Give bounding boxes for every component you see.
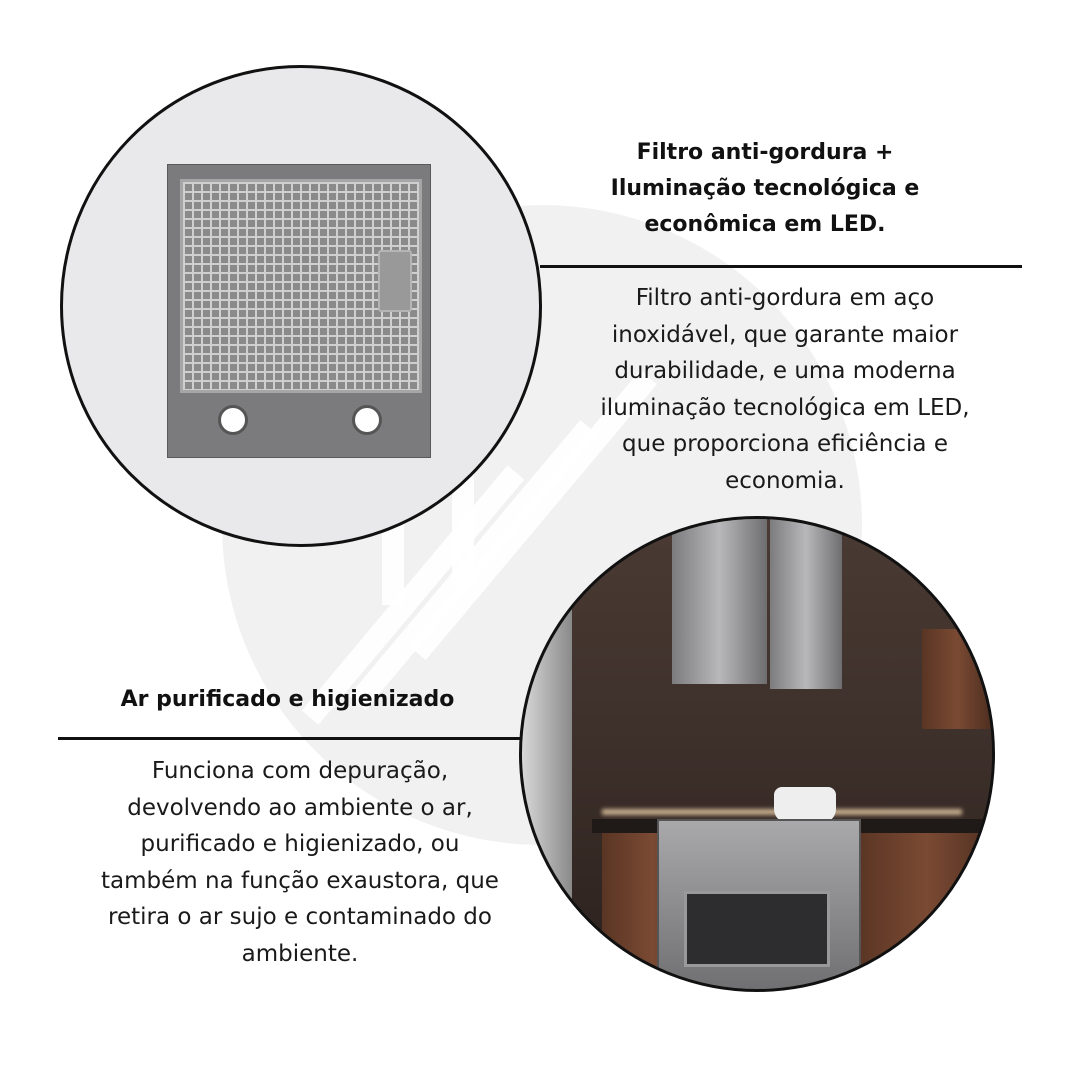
- range-hood: [770, 519, 842, 689]
- oven-door: [684, 891, 830, 967]
- led-light-icon: [352, 405, 382, 435]
- grease-filter-panel: [167, 164, 431, 458]
- lower-cabinet: [857, 833, 992, 989]
- divider: [540, 265, 1022, 268]
- section2-heading: Ar purificado e higienizado: [120, 687, 455, 712]
- heading-line: econômica em LED.: [644, 212, 886, 237]
- filter-product-image: [60, 65, 542, 547]
- body-line: purificado e higienizado, ou: [140, 831, 460, 857]
- body-line: iluminação tecnológica em LED,: [600, 394, 970, 421]
- body-line: durabilidade, e uma moderna: [614, 358, 956, 384]
- body-line: Filtro anti-gordura em aço: [635, 285, 935, 311]
- filter-latch: [378, 250, 412, 312]
- body-line: inoxidável, que garante maior: [611, 321, 959, 348]
- divider: [58, 737, 530, 740]
- body-line: também na função exaustora, que: [101, 867, 499, 894]
- led-light-icon: [218, 405, 248, 435]
- section2-body: Funciona com depuração, devolvendo ao am…: [60, 753, 540, 972]
- range-hood: [672, 519, 767, 684]
- kitchen-photo: [519, 516, 995, 992]
- section1-body: Filtro anti-gordura em aço inoxidável, q…: [555, 280, 1015, 499]
- body-line: retira o ar sujo e contaminado do: [108, 904, 492, 930]
- section1-heading: Filtro anti-gordura + Iluminação tecnoló…: [540, 135, 990, 243]
- wall-cabinet: [922, 629, 992, 729]
- pot: [774, 787, 836, 823]
- heading-line: Iluminação tecnológica e: [610, 176, 920, 201]
- body-line: economia.: [725, 467, 845, 494]
- stove: [657, 819, 861, 989]
- heading-line: Filtro anti-gordura +: [636, 140, 894, 165]
- body-line: que proporciona eficiência e: [622, 431, 948, 457]
- body-line: devolvendo ao ambiente o ar,: [127, 794, 473, 821]
- body-line: Funciona com depuração,: [151, 758, 449, 784]
- body-line: ambiente.: [241, 940, 359, 967]
